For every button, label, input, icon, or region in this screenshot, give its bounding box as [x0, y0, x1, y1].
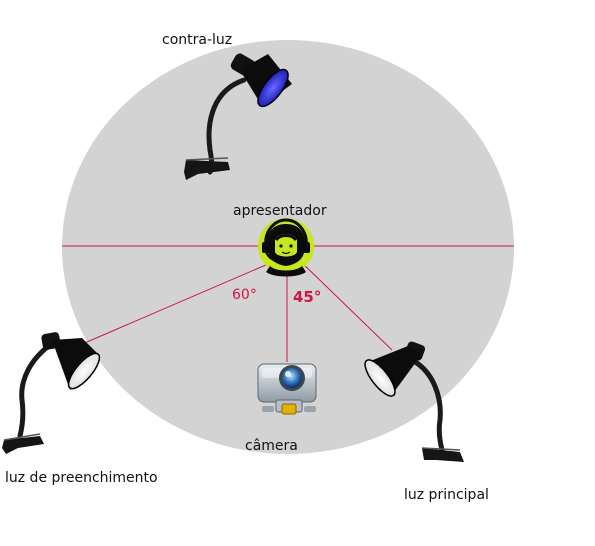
- key-light-label: luz principal: [404, 487, 489, 503]
- camera-icon: [257, 363, 317, 415]
- fill-angle-label: 60°: [232, 287, 257, 303]
- back-light-label: contra-luz: [162, 32, 233, 48]
- fill-light-lamp-icon: [2, 332, 101, 454]
- key-angle-label: 45°: [293, 288, 322, 306]
- fill-light-line: [79, 257, 283, 346]
- key-light-line: [296, 257, 393, 351]
- camera-label: câmera: [245, 438, 298, 454]
- key-light-lamp-icon: [364, 341, 464, 462]
- back-light-lamp-icon: [184, 53, 292, 180]
- presenter-label: apresentador: [233, 203, 327, 219]
- fill-light-label: luz de preenchimento: [5, 470, 158, 486]
- presenter-headset-icon: [258, 218, 314, 277]
